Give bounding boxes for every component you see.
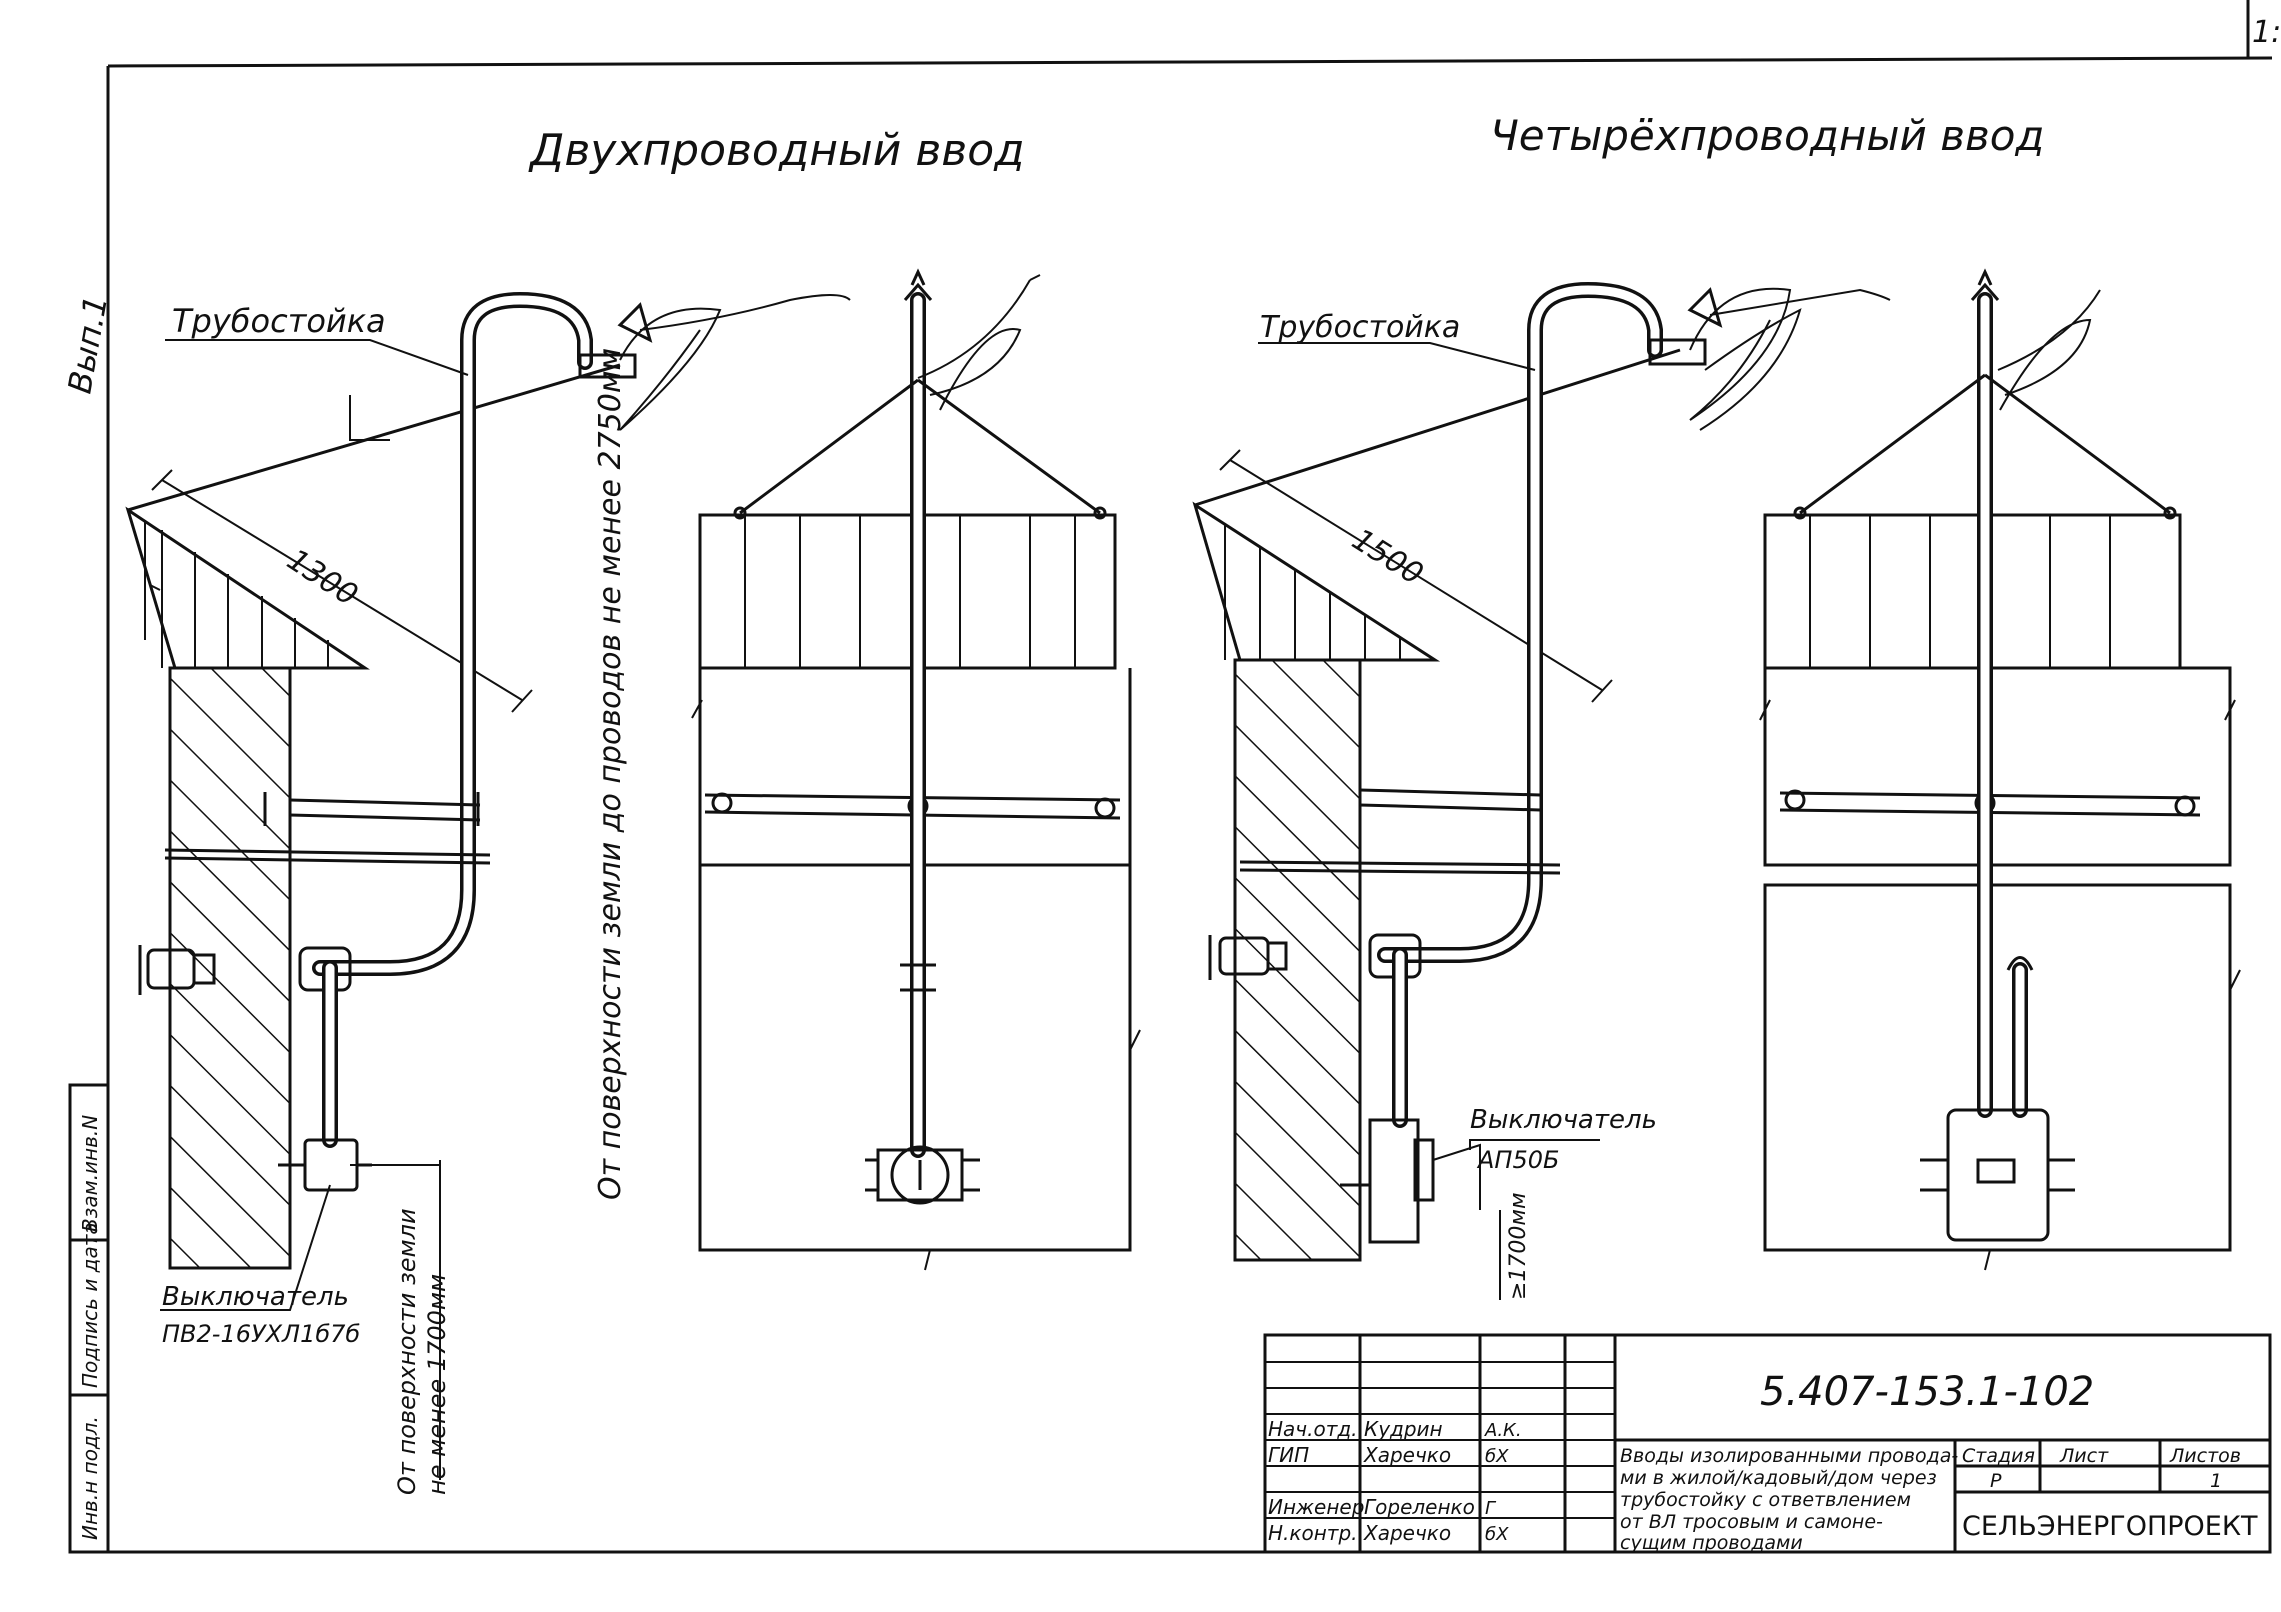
left-front-view [691, 268, 1141, 1271]
row-name-4: Харечко [1363, 1521, 1451, 1545]
description-line-5: сущим проводами [1620, 1532, 1803, 1554]
row-role-4: Н.контр. [1268, 1521, 1358, 1545]
left-switch-label: Выключатель [162, 1282, 349, 1312]
right-switch-model: АП50Б [1476, 1146, 1559, 1174]
stamp-replace-inv: Взам.инв.N [78, 1115, 102, 1232]
right-side-view: 1500 Трубостойка Выключатель АП50Б ≥170 [1192, 282, 1891, 1300]
title-four-wire: Четырёхпроводный ввод [1490, 111, 2044, 160]
row-sign-4: бХ [1485, 1524, 1509, 1545]
row-sign-1: А.К. [1484, 1420, 1522, 1441]
stamp-signature-date: Подпись и дата [78, 1222, 102, 1388]
stamp-inv-no: Инв.н подл. [78, 1416, 102, 1540]
description-line-2: ми в жилой/кадовый/дом через [1620, 1467, 1937, 1489]
description-line-3: трубостойку с ответвлением [1620, 1489, 1911, 1511]
organization: СЕЛЬЭНЕРГОПРОЕКТ [1962, 1511, 2258, 1542]
row-sign-2: бХ [1485, 1446, 1509, 1467]
left-side-view: 1300 Трубостойка От поверхности земли до… [125, 292, 851, 1495]
row-name-1: Кудрин [1364, 1417, 1443, 1441]
row-name-3: Гореленко [1364, 1495, 1475, 1519]
row-role-2: ГИП [1268, 1443, 1309, 1467]
right-ground-mark: ≥1700мм [1506, 1192, 1531, 1300]
description-line-1: Вводы изолированными провода- [1620, 1445, 1958, 1467]
left-switch-model: ПВ2-16УХЛ1б7б [162, 1320, 360, 1348]
corner-mark: 1: [2252, 15, 2281, 50]
left-dimension: 1300 [281, 542, 364, 613]
left-vertical-note: От поверхности земли до проводов не мене… [593, 348, 628, 1200]
row-role-1: Нач.отд. [1268, 1417, 1358, 1441]
left-ground-note-1: От поверхности земли [393, 1208, 421, 1495]
right-dimension: 1500 [1346, 522, 1429, 592]
doc-number: 5.407-153.1-102 [1760, 1369, 2094, 1415]
sheets-header: Листов [2169, 1445, 2241, 1467]
row-role-3: Инженер [1268, 1495, 1364, 1519]
description-line-4: от ВЛ тросовым и самоне- [1620, 1511, 1883, 1533]
sheets-value: 1 [2210, 1470, 2222, 1492]
row-sign-3: Г [1485, 1498, 1497, 1519]
left-ground-note-2: не менее 1700мм [423, 1274, 451, 1495]
row-name-2: Харечко [1363, 1443, 1451, 1467]
title-two-wire: Двухпроводный ввод [528, 125, 1025, 176]
right-switch-label: Выключатель [1470, 1105, 1657, 1135]
right-front-view [1759, 268, 2241, 1271]
sheet-header: Лист [2059, 1445, 2109, 1467]
stamp-column: Инв.н подл. Подпись и дата Взам.инв.N [68, 1083, 110, 1554]
stage-header: Стадия [1962, 1445, 2035, 1467]
stage-value: Р [1990, 1470, 2002, 1492]
right-tube-stand-label: Трубостойка [1260, 310, 1460, 345]
left-tube-stand-label: Трубостойка [172, 302, 386, 340]
title-block: 5.407-153.1-102 Нач.отд. Кудрин А.К. ГИП… [1263, 1333, 2272, 1554]
